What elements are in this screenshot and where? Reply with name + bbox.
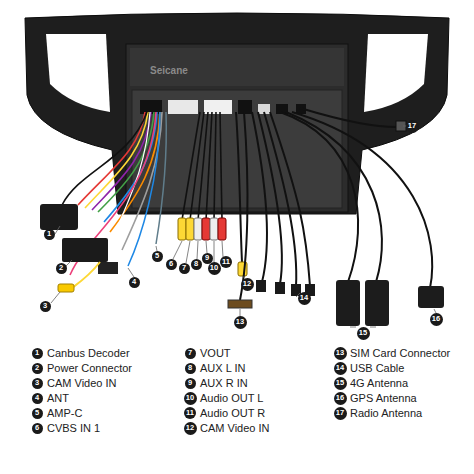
callout-number: 4 <box>35 394 39 402</box>
callout-circle: 15 <box>334 377 347 390</box>
callout-number: 14 <box>300 294 308 302</box>
callout-number: 17 <box>408 122 416 130</box>
key-text: AUX L IN <box>200 362 245 374</box>
callout-circle: 6 <box>166 259 177 270</box>
callout-number: 11 <box>186 409 194 417</box>
callout-circle: 9 <box>185 378 196 389</box>
callout-number: 1 <box>35 349 39 357</box>
callout-circle: 14 <box>334 362 347 375</box>
key-text: ANT <box>47 392 69 404</box>
callout-number: 15 <box>336 379 344 387</box>
callout-circle: 12 <box>241 278 254 291</box>
callout-circle: 5 <box>152 251 163 262</box>
callout-number: 17 <box>336 409 344 417</box>
key-text: Power Connector <box>47 362 132 374</box>
callout-circle: 17 <box>406 120 419 133</box>
callout-number: 10 <box>186 394 194 402</box>
callout-circle: 2 <box>56 263 67 274</box>
callout-number: 4 <box>132 278 136 286</box>
key-text: Radio Antenna <box>350 407 422 419</box>
callout-number: 16 <box>432 315 440 323</box>
callout-number: 6 <box>169 260 173 268</box>
callout-circle: 11 <box>220 256 232 268</box>
callout-circle: 13 <box>334 347 347 360</box>
key-text: SIM Card Connector <box>350 347 450 359</box>
callout-circle: 7 <box>185 348 196 359</box>
callout-number: 13 <box>236 318 244 326</box>
key-text: Audio OUT L <box>200 392 263 404</box>
key-text: GPS Antenna <box>350 392 417 404</box>
key-text: USB Cable <box>350 362 404 374</box>
callout-number: 9 <box>188 379 192 387</box>
callout-number: 5 <box>35 409 39 417</box>
callout-circle: 10 <box>208 262 221 275</box>
key-text: CVBS IN 1 <box>47 422 100 434</box>
callout-circle: 14 <box>298 292 311 305</box>
callout-circle: 2 <box>32 363 43 374</box>
callout-circle: 8 <box>185 363 196 374</box>
callout-number: 8 <box>194 260 198 268</box>
key-text: 4G Antenna <box>350 377 408 389</box>
callout-number: 2 <box>35 364 39 372</box>
callout-number: 15 <box>359 329 367 337</box>
callout-circle: 11 <box>184 407 196 419</box>
callout-number: 13 <box>336 349 344 357</box>
callout-number: 7 <box>188 349 192 357</box>
callout-number: 16 <box>336 394 344 402</box>
callout-number: 3 <box>43 302 47 310</box>
callout-circle: 6 <box>32 423 43 434</box>
callout-circle: 3 <box>40 301 51 312</box>
callout-circle: 1 <box>44 229 55 240</box>
callout-number: 9 <box>205 254 209 262</box>
callout-circle: 10 <box>184 392 197 405</box>
callout-number: 3 <box>35 379 39 387</box>
callout-number: 5 <box>155 252 159 260</box>
callout-circle: 5 <box>32 408 43 419</box>
callout-number: 14 <box>336 364 344 372</box>
callout-circle: 17 <box>334 407 347 420</box>
callout-circle: 13 <box>234 316 247 329</box>
key-text: AMP-C <box>47 407 82 419</box>
brand-watermark: Seicane <box>150 65 188 76</box>
callout-circle: 4 <box>129 277 140 288</box>
callout-number: 10 <box>210 264 218 272</box>
key-text: Audio OUT R <box>200 407 265 419</box>
callout-number: 7 <box>182 264 186 272</box>
key-text: CAM Video IN <box>47 377 117 389</box>
key-text: Canbus Decoder <box>47 347 130 359</box>
callout-number: 8 <box>188 364 192 372</box>
callout-circle: 12 <box>184 422 197 435</box>
callout-circle: 7 <box>179 263 190 274</box>
key-text: CAM Video IN <box>200 422 270 434</box>
key-text: VOUT <box>200 347 231 359</box>
callout-number: 12 <box>186 424 194 432</box>
key-text: AUX R IN <box>200 377 248 389</box>
callout-circle: 3 <box>32 378 43 389</box>
callout-circle: 16 <box>430 313 443 326</box>
callout-number: 2 <box>59 264 63 272</box>
callout-circle: 16 <box>334 392 347 405</box>
callout-circle: 4 <box>32 393 43 404</box>
callout-circle: 1 <box>32 348 43 359</box>
callout-number: 1 <box>47 230 51 238</box>
callout-circle: 8 <box>191 259 202 270</box>
callout-number: 12 <box>243 280 251 288</box>
callout-number: 11 <box>222 258 230 266</box>
callout-circle: 15 <box>357 327 370 340</box>
callout-number: 6 <box>35 424 39 432</box>
